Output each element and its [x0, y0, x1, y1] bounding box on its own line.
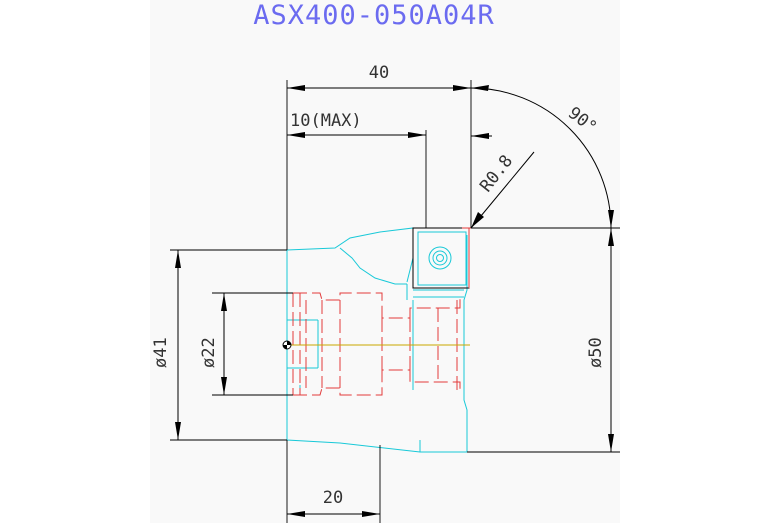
dim-angle-label: 90° [564, 103, 601, 138]
dim-bore-diameter: ø22 [199, 292, 293, 396]
dim-shank-diameter: ø41 [151, 249, 287, 441]
dim-flange-length: 20 [286, 440, 381, 523]
dim-max-depth: 10(MAX) [287, 111, 427, 228]
dim-max-depth-label: 10(MAX) [290, 111, 362, 131]
dim-cut-diameter: ø50 [467, 228, 620, 453]
insert [412, 227, 471, 289]
dim-angle: 90° [470, 85, 620, 229]
dim-overall-length-label: 40 [369, 63, 389, 83]
dim-flange-length-label: 20 [323, 488, 343, 508]
dim-bore-diameter-label: ø22 [199, 337, 219, 368]
dim-corner-radius-label: R0.8 [476, 151, 517, 196]
drawing-title: ASX400-050A04R [253, 0, 495, 31]
dim-cut-diameter-label: ø50 [586, 337, 606, 368]
origin-marker [282, 340, 292, 350]
drawing-sheet [150, 0, 620, 523]
dim-shank-diameter-label: ø41 [151, 337, 171, 368]
dim-corner-radius: R0.8 [470, 133, 535, 229]
dim-overall-length: 40 [286, 63, 472, 250]
